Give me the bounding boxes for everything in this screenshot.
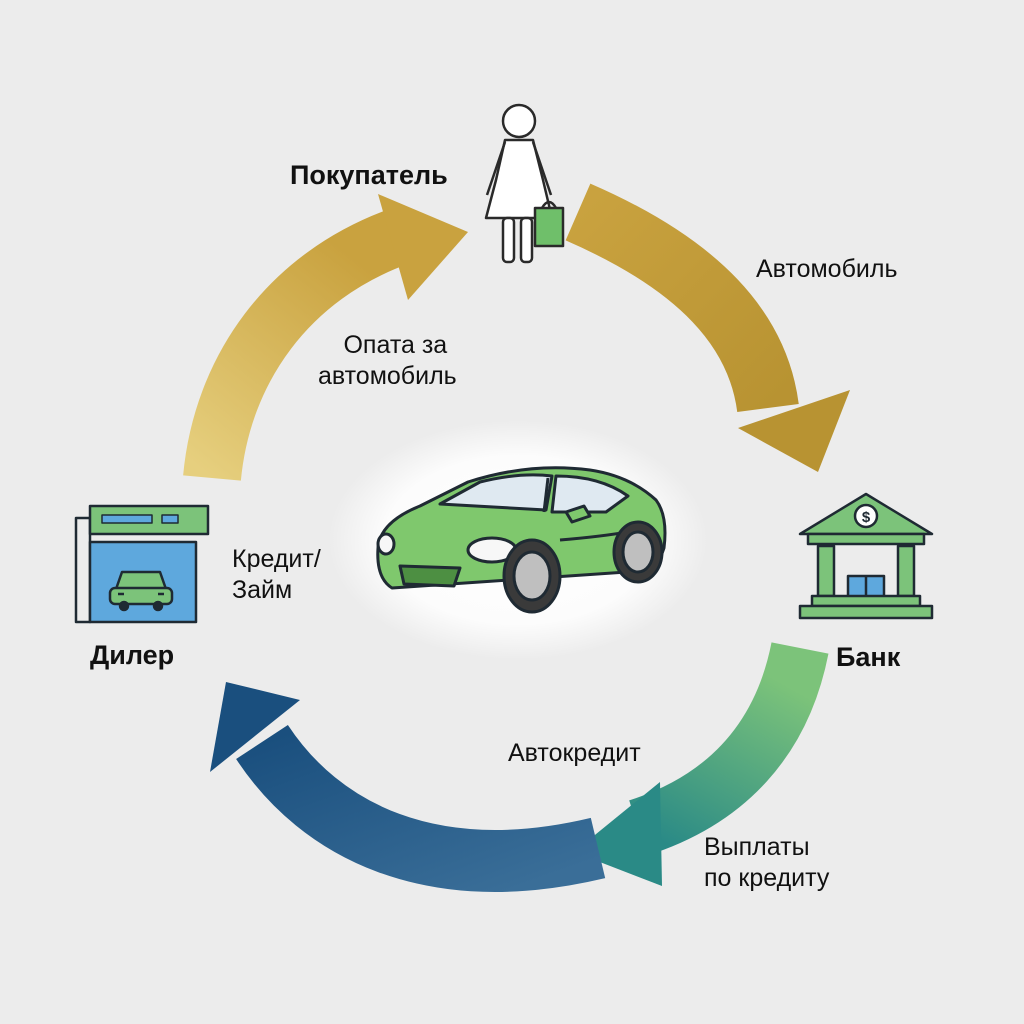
edge-label-dealer-loan-line2: Займ: [232, 575, 321, 606]
bank-label: Банк: [836, 642, 900, 673]
edge-label-dealer-loan-line1: Кредит/: [232, 544, 321, 575]
edge-label-car: Автомобиль: [756, 254, 897, 285]
arrow-buyer-to-bank: [578, 212, 850, 472]
edge-label-repayments-line2: по кредиту: [704, 863, 829, 894]
edge-label-dealer-loan: Кредит/ Займ: [232, 544, 321, 606]
edge-label-auto-credit: Автокредит: [508, 738, 641, 769]
sports-car-icon: [328, 420, 708, 660]
person-with-bag-icon: [486, 105, 563, 262]
arrow-to-dealer: [210, 682, 598, 861]
car-dealership-icon: [76, 506, 208, 622]
edge-label-payment-line1: Опата за: [334, 330, 457, 361]
buyer-label: Покупатель: [290, 160, 448, 191]
edge-label-payment-line2: автомобиль: [318, 361, 457, 392]
bank-building-icon: $: [800, 494, 932, 618]
edge-label-payment: Опата за автомобиль: [334, 330, 457, 392]
edge-label-repayments-line1: Выплаты: [704, 832, 829, 863]
edge-label-repayments: Выплаты по кредиту: [704, 832, 829, 894]
svg-text:$: $: [862, 509, 871, 526]
dealer-label: Дилер: [90, 640, 174, 671]
